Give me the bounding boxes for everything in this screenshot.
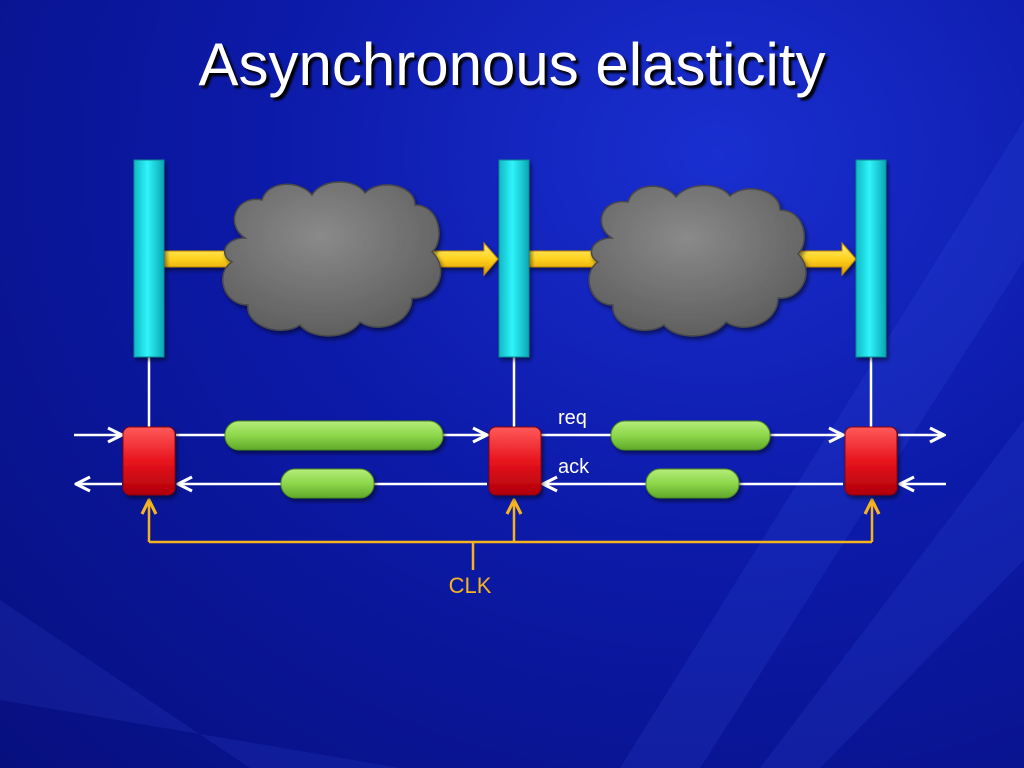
req-delay-1 xyxy=(224,420,444,451)
req-delay-2 xyxy=(610,420,771,451)
ack-label: ack xyxy=(558,456,590,478)
register-1 xyxy=(133,159,165,358)
clk-label: CLK xyxy=(449,573,492,598)
register-2 xyxy=(498,159,530,358)
slide-title: Asynchronous elasticity xyxy=(198,31,826,98)
logic-cloud-1 xyxy=(222,181,442,337)
ack-delay-2 xyxy=(645,468,740,499)
controller-1 xyxy=(122,426,176,496)
logic-cloud-2 xyxy=(588,184,807,337)
background-streaks xyxy=(0,120,1024,768)
register-3 xyxy=(855,159,887,358)
ack-delay-1 xyxy=(280,468,375,499)
controller-2 xyxy=(488,426,542,496)
req-label: req xyxy=(558,407,587,429)
controller-3 xyxy=(844,426,898,496)
